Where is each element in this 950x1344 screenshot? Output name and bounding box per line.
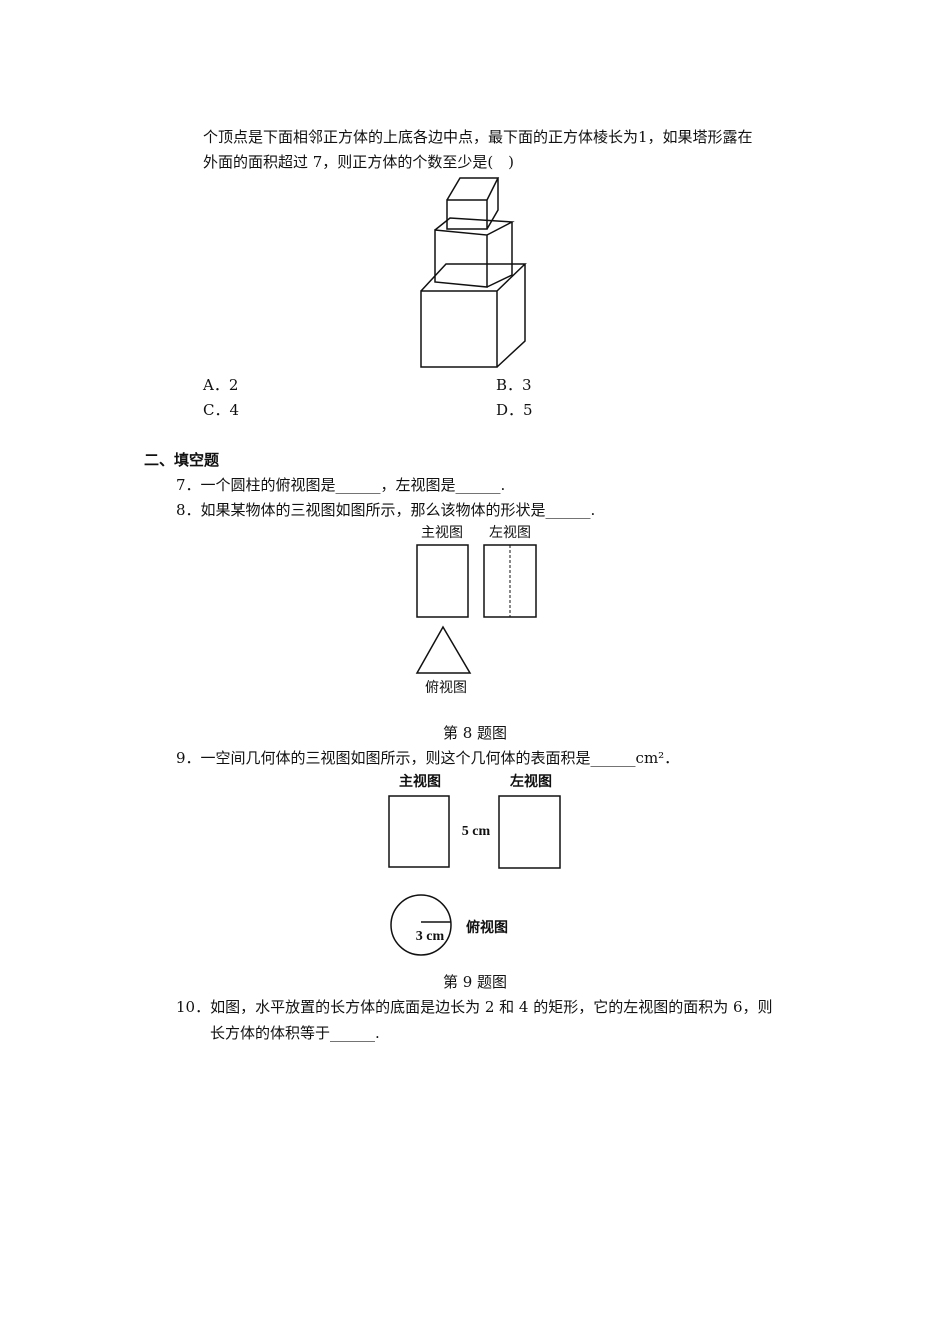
q10-line1: 10．如图，水平放置的长方体的底面是边长为 2 和 4 的矩形，它的左视图的面积… [176, 998, 773, 1016]
q8-figure [415, 544, 537, 674]
q9-left-label: 左视图 [510, 774, 552, 790]
q9-figure [388, 795, 561, 956]
option-a: A．2 [203, 376, 239, 394]
option-c: C．4 [203, 401, 240, 419]
q6-line2: 外面的面积超过 7，则正方体的个数至少是( ) [203, 153, 515, 171]
q8-text: 8．如果某物体的三视图如图所示，那么该物体的形状是______. [176, 501, 596, 519]
q10-line2: 长方体的体积等于______. [210, 1024, 380, 1042]
q6-line1: 个顶点是下面相邻正方体的上底各边中点，最下面的正方体棱长为1，如果塔形露在 [203, 128, 753, 146]
q8-left-label: 左视图 [489, 525, 531, 541]
q8-caption: 第 8 题图 [442, 724, 508, 742]
cube-tower-figure [420, 177, 527, 368]
option-d: D．5 [496, 401, 533, 419]
q9-top-label: 俯视图 [466, 920, 508, 936]
option-b: B．3 [496, 376, 532, 394]
q9-radius-label: 3 cm [415, 929, 445, 944]
section-heading: 二、填空题 [144, 451, 220, 469]
q9-caption: 第 9 题图 [442, 973, 508, 991]
q8-top-label: 俯视图 [425, 680, 467, 696]
q8-front-label: 主视图 [421, 525, 463, 541]
q9-front-label: 主视图 [399, 774, 441, 790]
q7-text: 7．一个圆柱的俯视图是______，左视图是______. [176, 476, 506, 494]
q9-text: 9．一空间几何体的三视图如图所示，则这个几何体的表面积是______cm²． [176, 749, 680, 767]
q9-height-label: 5 cm [461, 824, 491, 839]
